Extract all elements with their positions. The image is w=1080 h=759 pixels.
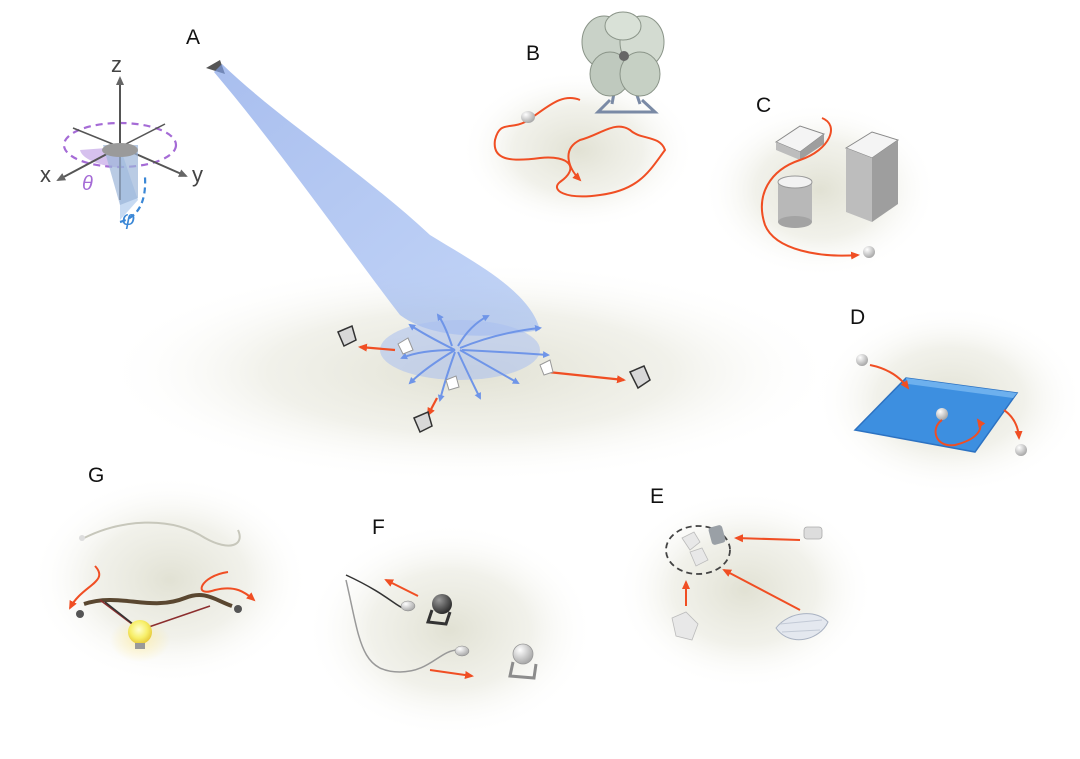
- obstacle-trajectory: [760, 117, 860, 260]
- x-axis-back: [119, 123, 166, 148]
- flow-arrow: [437, 351, 456, 402]
- panel-label-b: B: [526, 42, 540, 65]
- z-axis-label: z: [111, 52, 122, 77]
- mask-icon: [775, 613, 829, 641]
- panel-label-d: D: [850, 306, 865, 329]
- panel-label-a: A: [186, 26, 200, 49]
- ball-icon: [454, 645, 470, 657]
- ball-icon: [936, 408, 948, 420]
- panel-c-obstacles: [760, 117, 900, 260]
- cylinder-icon: [777, 175, 813, 228]
- wire-node: [234, 605, 242, 613]
- object-icon: [539, 359, 554, 376]
- weight-light-icon: [508, 643, 538, 680]
- direction-cone-base: [102, 143, 138, 157]
- lamp-base: [135, 643, 145, 649]
- cleanup-trajectory: [734, 534, 801, 543]
- object-trajectory: [547, 370, 626, 384]
- flow-arrow: [400, 349, 456, 360]
- flow-arrow: [408, 323, 456, 351]
- pool-trajectory: [1003, 409, 1023, 440]
- tether-line: [345, 579, 459, 673]
- ball-icon: [856, 354, 868, 366]
- wire-node: [79, 535, 85, 541]
- panel-b-fan: [493, 11, 667, 198]
- flow-arrow: [461, 349, 550, 359]
- panel-label-g: G: [88, 464, 104, 487]
- box-small-icon: [774, 125, 826, 160]
- lamp-trajectory: [200, 571, 256, 602]
- pool-trajectory: [869, 364, 910, 390]
- suspended-wire: [83, 593, 233, 608]
- direction-cone: [103, 145, 138, 205]
- object-trajectory: [358, 343, 396, 352]
- ground-spot-c: [702, 102, 938, 278]
- flow-arrow: [459, 349, 520, 384]
- wire-node: [76, 610, 84, 618]
- flow-arrow: [459, 325, 542, 349]
- weight-dark-icon: [425, 594, 452, 626]
- fan-icon: [581, 11, 665, 114]
- x-axis-label: x: [40, 162, 51, 187]
- flow-arrow: [436, 313, 453, 347]
- object-trajectory: [427, 397, 438, 417]
- phi-arc: [119, 176, 147, 224]
- cleanup-trajectory: [722, 569, 801, 611]
- panel-f-tether: [345, 574, 538, 680]
- object-icon: [413, 410, 433, 434]
- radial-flow-arrows: [400, 313, 550, 402]
- paper-debris-icon: [671, 531, 709, 641]
- suspended-wire: [83, 521, 241, 547]
- tether-trajectory: [429, 669, 474, 679]
- panel-label-e: E: [650, 485, 664, 508]
- object-icon: [628, 365, 651, 390]
- pool-trajectory: [934, 418, 986, 447]
- ground-spot-f: [305, 522, 595, 738]
- y-axis-label: y: [192, 162, 203, 187]
- axis-diagram: z x y θ φ: [40, 52, 203, 230]
- object-icon: [445, 375, 460, 391]
- phi-label: φ: [122, 208, 135, 230]
- panel-e-cleanup: [665, 525, 829, 641]
- panel-a-airflow: [206, 60, 651, 434]
- lamp-trajectory: [69, 565, 101, 610]
- flow-arrow: [457, 351, 481, 400]
- ball-icon: [400, 600, 416, 612]
- panel-d-pool: [853, 354, 1027, 456]
- panel-label-c: C: [756, 94, 771, 117]
- panel-g-lamp: [69, 521, 256, 662]
- ball-icon: [863, 246, 875, 258]
- tether-trajectory: [384, 579, 419, 597]
- theta-label: θ: [82, 173, 93, 195]
- can-icon: [708, 525, 823, 545]
- panel-label-f: F: [372, 516, 385, 539]
- object-icon: [397, 337, 414, 355]
- air-plume: [214, 64, 540, 336]
- ground-spot-g: [30, 475, 310, 685]
- box-tall-icon: [844, 131, 900, 222]
- ball-icon: [521, 111, 535, 123]
- ball-icon: [1015, 444, 1027, 456]
- lamp-bulb-icon: [128, 620, 152, 644]
- flow-arrow: [457, 315, 490, 347]
- fan-trajectory: [493, 97, 667, 198]
- collection-zone: [665, 525, 731, 575]
- object-icon: [337, 324, 357, 348]
- flow-arrow: [408, 349, 456, 385]
- water-pool-rim: [906, 378, 1017, 398]
- ground-spot-e: [615, 490, 875, 690]
- ground-spot-b: [460, 70, 696, 230]
